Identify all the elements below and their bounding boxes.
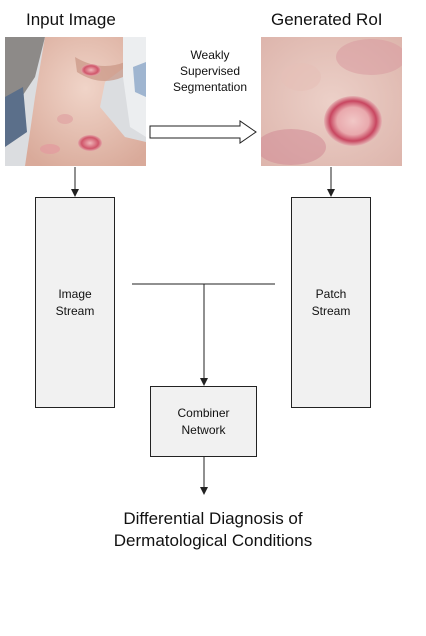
- patch-stream-box: Patch Stream: [291, 197, 371, 408]
- diagnosis-output: Differential Diagnosis of Dermatological…: [0, 508, 426, 552]
- diagnosis-output-line2: Dermatological Conditions: [113, 531, 313, 550]
- diagnosis-output-line1: Differential Diagnosis of: [123, 509, 303, 528]
- patch-stream-line2: Stream: [311, 303, 351, 318]
- generated-roi-heading: Generated RoI: [271, 10, 383, 29]
- patch-stream-line1: Patch: [315, 286, 347, 301]
- image-stream-line1: Image: [58, 286, 92, 301]
- segmentation-label-line2: Supervised: [179, 64, 241, 78]
- generated-roi-photo: [261, 37, 402, 166]
- segmentation-label: Weakly Supervised Segmentation: [160, 47, 260, 95]
- segmentation-arrow: [149, 120, 257, 144]
- image-stream-box: Image Stream: [35, 197, 115, 408]
- input-skin-photo: [5, 37, 146, 166]
- segmentation-label-line3: Segmentation: [172, 80, 248, 94]
- combiner-network-box: Combiner Network: [150, 386, 257, 457]
- image-stream-line2: Stream: [55, 303, 95, 318]
- input-image-heading: Input Image: [26, 10, 116, 29]
- combiner-line1: Combiner: [177, 405, 230, 420]
- combiner-line2: Network: [181, 422, 226, 437]
- segmentation-label-line1: Weakly: [190, 48, 230, 62]
